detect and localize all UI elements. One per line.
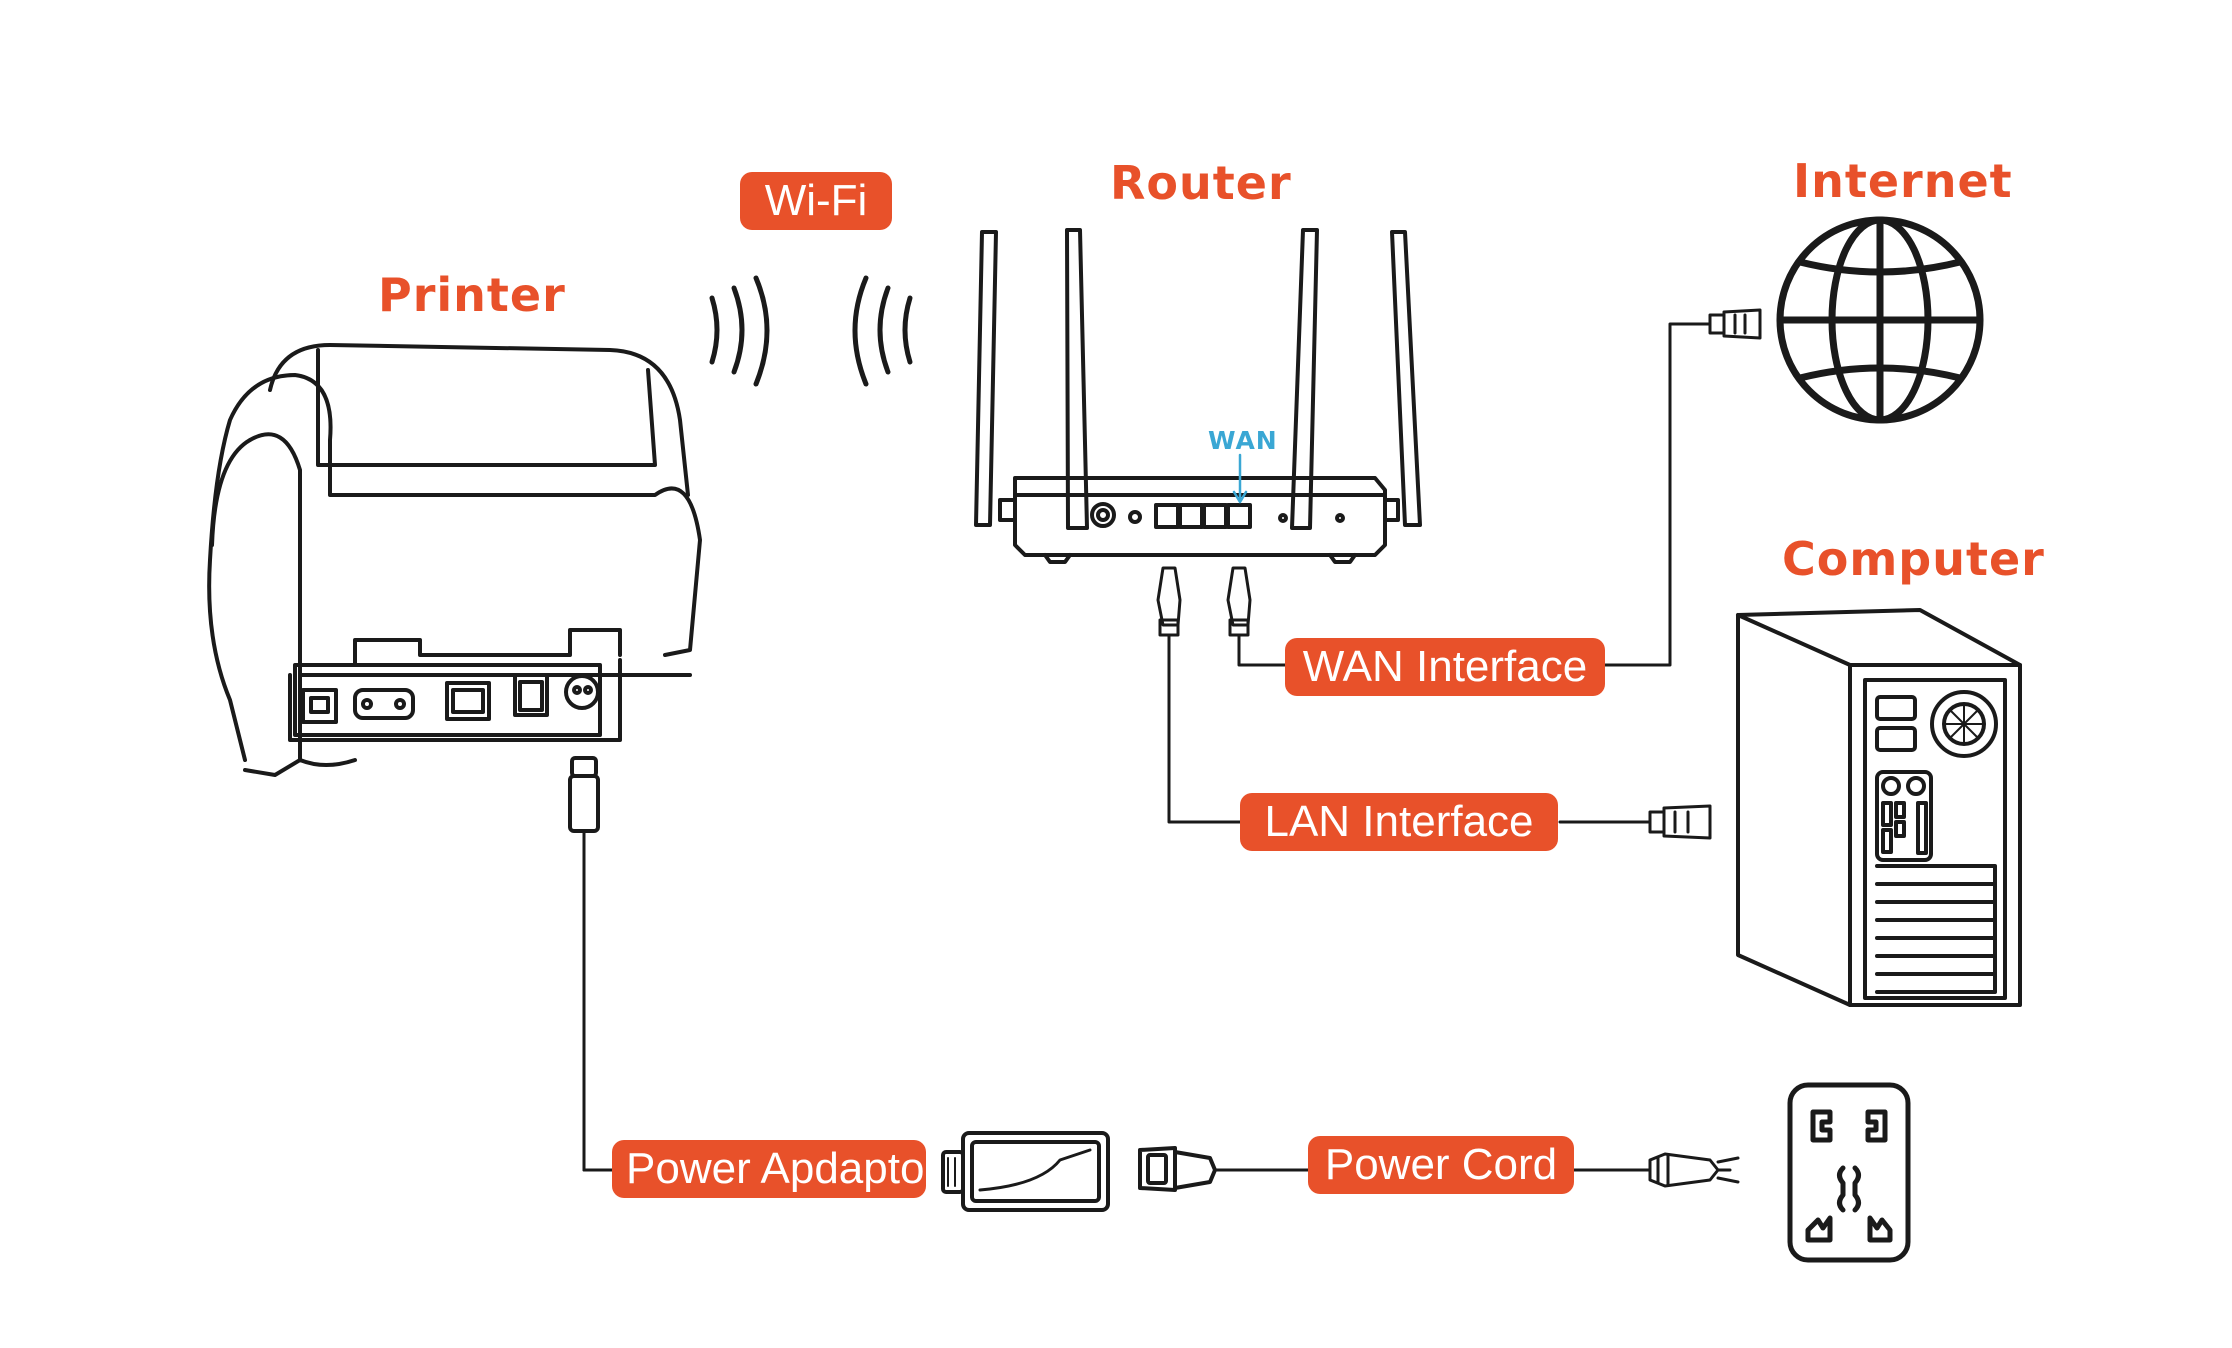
router-icon: [974, 228, 1422, 564]
printer-power-plug: [568, 756, 614, 1172]
printer-icon: [207, 343, 702, 777]
wan-arrow: [1232, 453, 1248, 504]
wan-interface-label: WAN Interface: [1285, 638, 1605, 696]
rj45-plug-icon-computer: [1648, 804, 1712, 840]
rj45-plug-icon-internet: [1708, 308, 1762, 340]
power-adaptor-icon: [941, 1131, 1110, 1212]
rj45-plug-icon: [1156, 566, 1252, 637]
heading-internet: Internet: [1793, 154, 2013, 208]
globe-icon: [1776, 216, 1984, 424]
wan-port-label: WAN: [1208, 426, 1278, 455]
power-cord-plug: [1138, 1146, 1652, 1192]
heading-printer: Printer: [378, 268, 566, 322]
network-cables: [1167, 322, 1712, 824]
wifi-waves-icon: [709, 275, 913, 387]
heading-router: Router: [1110, 156, 1292, 210]
wifi-label: Wi-Fi: [740, 172, 892, 230]
computer-tower-icon: [1736, 608, 2022, 1007]
heading-computer: Computer: [1782, 532, 2045, 586]
wall-plug-icon: [1648, 1152, 1740, 1188]
power-adaptor-label: Power Apdaptor: [612, 1140, 939, 1198]
power-socket-icon: [1787, 1082, 1911, 1263]
power-cord-label: Power Cord: [1308, 1136, 1574, 1194]
lan-interface-label: LAN Interface: [1240, 793, 1558, 851]
